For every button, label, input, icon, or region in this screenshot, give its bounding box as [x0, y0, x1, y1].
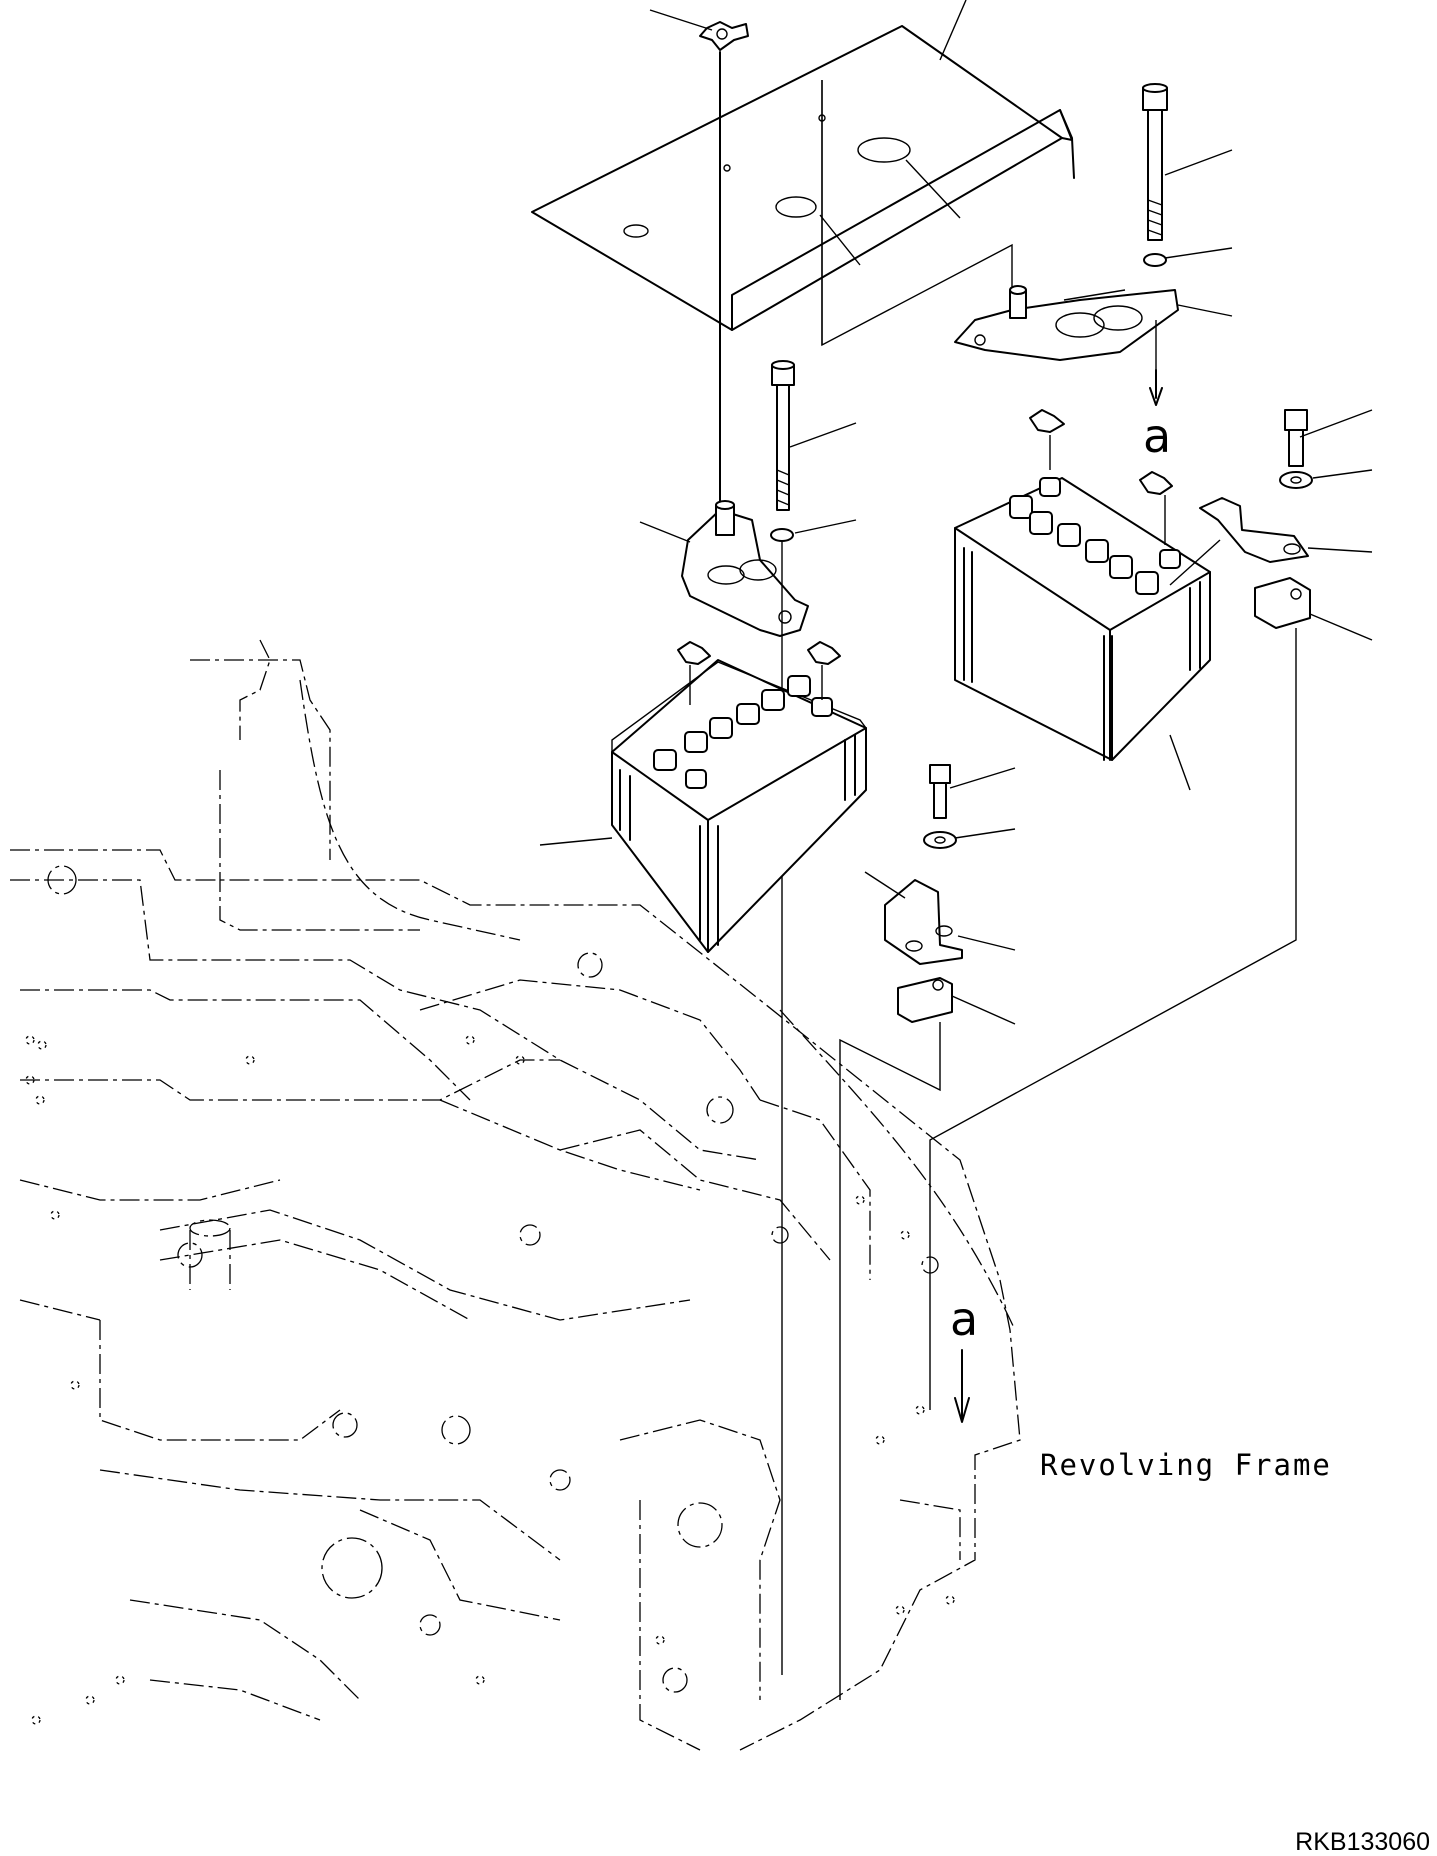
- wing-nut: [699, 21, 749, 521]
- front-hold-down-bracket: [681, 500, 809, 637]
- front-battery: [611, 641, 867, 953]
- rear-hold-down-bracket: [954, 285, 1179, 406]
- rear-battery: [954, 409, 1221, 761]
- battery-cover: [531, 25, 1075, 347]
- long-bolt-rear: [1142, 83, 1168, 267]
- rear-side-bracket: [929, 409, 1313, 1410]
- view-marker-a-top: a: [1143, 409, 1171, 463]
- front-side-bracket: [839, 764, 963, 1700]
- revolving-frame-label: Revolving Frame: [1040, 1448, 1332, 1482]
- revolving-frame: [10, 639, 1021, 1751]
- long-bolt-front: [770, 360, 795, 1675]
- view-marker-a-bottom: a: [950, 1292, 978, 1423]
- view-marker-top-label: a: [1143, 409, 1171, 463]
- leader-lines: [539, 0, 1373, 1025]
- drawing-code: RKB133060: [1295, 1828, 1430, 1856]
- view-marker-bottom-label: a: [950, 1292, 978, 1346]
